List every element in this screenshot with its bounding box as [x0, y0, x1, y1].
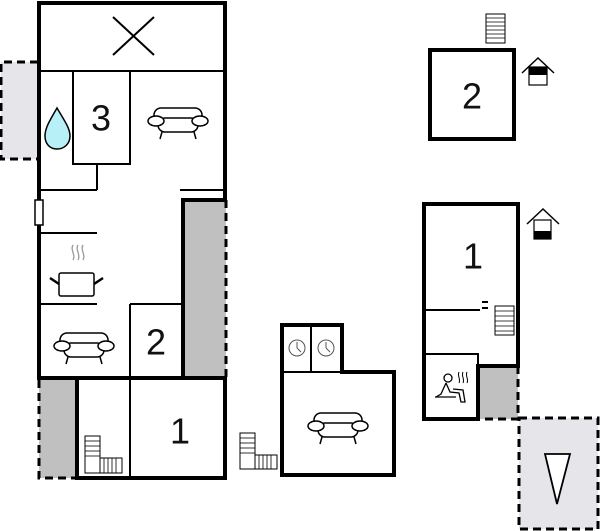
stairs-icon [494, 305, 515, 336]
sauna-icon [435, 371, 469, 403]
outdoor-house-icon [526, 207, 560, 240]
outdoor-house-icon [521, 56, 555, 86]
stairs-icon [485, 13, 506, 44]
annex-bedroom-1-label: 1 [463, 236, 483, 277]
terrace-annex-right [478, 366, 520, 421]
kitchen-pot-icon [49, 244, 104, 297]
north-arrow-icon [543, 453, 572, 505]
annex-top [428, 48, 516, 141]
main-building [34, 1, 227, 480]
clock-icon [288, 339, 306, 357]
sofa-icon [147, 107, 209, 140]
annex-right [422, 202, 520, 421]
terrace-right-of-main [183, 200, 228, 378]
bathroom-water-drop-icon [44, 106, 71, 150]
living-annex [280, 323, 396, 477]
sofa-icon [307, 412, 369, 445]
void-cross-icon [112, 16, 155, 56]
bedroom-3-label: 3 [91, 98, 111, 139]
terrace-bottom-left [37, 380, 77, 480]
annex-bedroom-2-label: 2 [462, 76, 482, 117]
sofa-icon [53, 332, 115, 365]
stairs-icon [239, 432, 278, 470]
bedroom-1-label: 1 [170, 411, 190, 452]
terrace-left-top [0, 60, 38, 161]
bedroom-2-label: 2 [146, 322, 166, 363]
stairs-icon [84, 435, 123, 474]
clock-icon [317, 339, 335, 357]
